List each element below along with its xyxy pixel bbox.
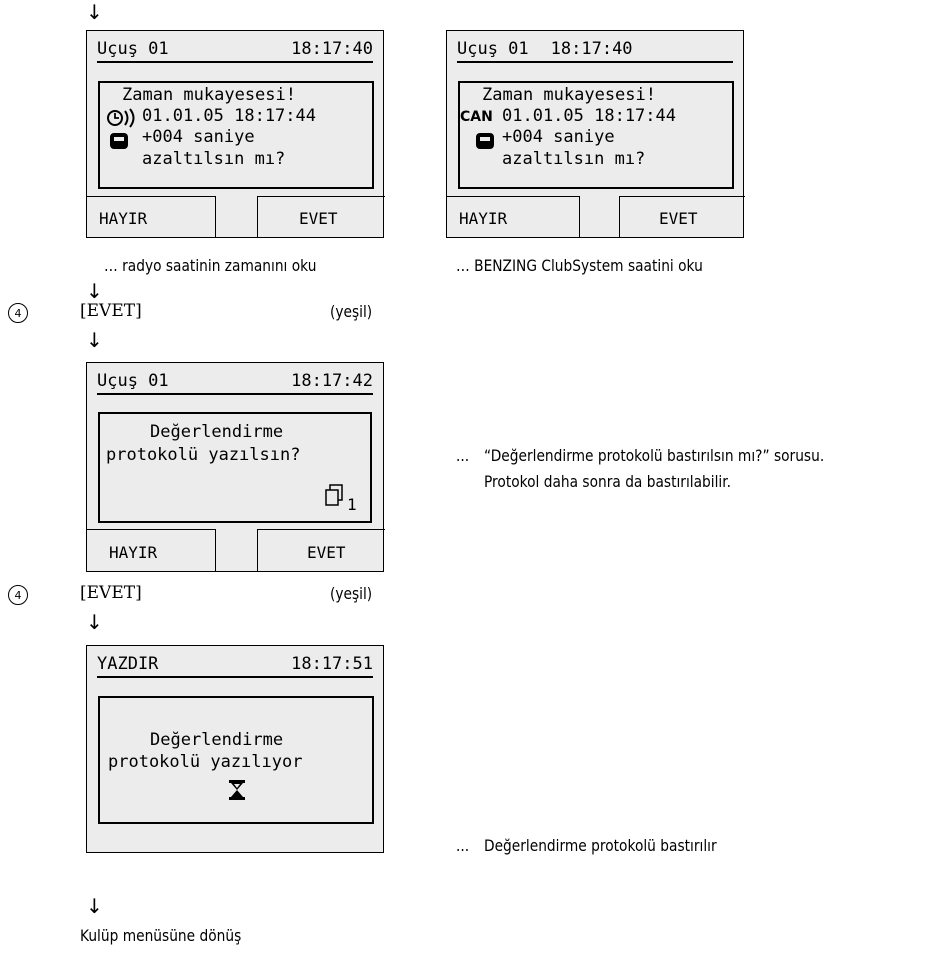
can-badge: CAN xyxy=(460,109,493,125)
message-line: azaltılsın mı? xyxy=(502,149,646,169)
caption-radio-clock: … radyo saatinin zamanını oku xyxy=(104,256,317,275)
screen-title: Uçuş 01 xyxy=(457,39,529,59)
note-dots: ... xyxy=(456,446,470,465)
step-number-badge: 4 xyxy=(8,303,28,323)
screen-title: YAZDIR xyxy=(97,654,159,674)
message-line: +004 saniye xyxy=(142,127,255,147)
message-line: Değerlendirme xyxy=(150,730,284,750)
message-line: +004 saniye xyxy=(502,127,615,147)
club-unit-icon xyxy=(109,132,129,156)
copies-count: 1 xyxy=(347,495,357,514)
softkey-divider xyxy=(215,196,216,238)
caption-club-system: … BENZING ClubSystem saatini oku xyxy=(456,256,703,275)
softkey-divider xyxy=(619,196,745,197)
message-box: Zaman mukayesesi! CAN 01.01.05 18:17:44 … xyxy=(458,81,734,189)
flow-arrow: ↓ xyxy=(86,610,103,634)
message-line: Zaman mukayesesi! xyxy=(122,85,296,105)
step-key-note: (yeşil) xyxy=(330,584,373,603)
softkey-no[interactable]: HAYIR xyxy=(99,209,148,228)
screen-time-compare-can: Uçuş 01 18:17:40 Zaman mukayesesi! CAN 0… xyxy=(446,30,745,238)
softkey-divider xyxy=(215,529,216,571)
screen-time: 18:17:51 xyxy=(291,654,373,674)
note-question-line1: “Değerlendirme protokolü bastırılsın mı?… xyxy=(484,446,825,465)
screen-time: 18:17:40 xyxy=(550,39,633,59)
flow-arrow: ↓ xyxy=(86,279,103,303)
softkey-divider xyxy=(257,529,385,530)
screen-header: Uçuş 01 18:17:40 xyxy=(97,37,373,63)
radio-clock-icon xyxy=(106,107,140,135)
message-box: Zaman mukayesesi! 01.01.05 18:17:44 +004… xyxy=(98,81,374,189)
note-printing-line1: Değerlendirme protokolü bastırılır xyxy=(484,836,717,855)
message-box: Değerlendirme protokolü yazılıyor xyxy=(98,696,374,824)
softkey-no[interactable]: HAYIR xyxy=(459,209,508,228)
note-question-line2: Protokol daha sonra da bastırılabilir. xyxy=(484,472,732,491)
screen-protocol-question: Uçuş 01 18:17:42 Değerlendirme protokolü… xyxy=(86,362,385,572)
step-key-code: [EVET] xyxy=(80,583,142,603)
softkey-divider xyxy=(257,196,258,238)
flow-arrow: ↓ xyxy=(86,894,103,918)
screen-title: Uçuş 01 xyxy=(97,371,169,391)
screen-header: YAZDIR 18:17:51 xyxy=(97,652,373,678)
hourglass-icon xyxy=(228,780,246,806)
step-number-badge: 4 xyxy=(8,585,28,605)
club-unit-icon xyxy=(475,132,495,156)
message-line: 01.01.05 18:17:44 xyxy=(502,106,676,126)
message-box: Değerlendirme protokolü yazılsın? 1 xyxy=(98,412,372,523)
flow-arrow: ↓ xyxy=(86,328,103,352)
softkey-divider xyxy=(257,529,258,571)
softkey-yes[interactable]: EVET xyxy=(659,209,698,228)
softkey-yes[interactable]: EVET xyxy=(307,543,346,562)
screen-time: 18:17:42 xyxy=(291,371,373,391)
message-line: azaltılsın mı? xyxy=(142,149,286,169)
screen-title: Uçuş 01 xyxy=(97,39,169,59)
screen-header: Uçuş 01 18:17:40 xyxy=(457,37,733,63)
softkey-divider xyxy=(87,196,215,197)
screen-printing: YAZDIR 18:17:51 Değerlendirme protokolü … xyxy=(86,645,384,853)
screen-header: Uçuş 01 18:17:42 xyxy=(97,369,373,395)
softkey-yes[interactable]: EVET xyxy=(299,209,338,228)
softkey-divider xyxy=(619,196,620,238)
note-dots: ... xyxy=(456,836,470,855)
screen-time-compare-radio: Uçuş 01 18:17:40 Zaman mukayesesi! 01.01… xyxy=(86,30,385,238)
footer-return-to-club-menu: Kulüp menüsüne dönüş xyxy=(80,926,242,945)
screen-time: 18:17:40 xyxy=(291,39,373,59)
copies-icon xyxy=(325,484,345,512)
flow-arrow: ↓ xyxy=(86,0,103,24)
step-key-code: [EVET] xyxy=(80,301,142,321)
message-line: Değerlendirme xyxy=(150,422,284,442)
step-key-note: (yeşil) xyxy=(330,302,373,321)
softkey-divider xyxy=(447,196,579,197)
message-line: Zaman mukayesesi! xyxy=(482,85,656,105)
message-line: protokolü yazılsın? xyxy=(106,445,301,465)
message-line: protokolü yazılıyor xyxy=(108,752,303,772)
softkey-no[interactable]: HAYIR xyxy=(109,543,158,562)
softkey-divider xyxy=(257,196,385,197)
softkey-divider xyxy=(87,529,215,530)
softkey-divider xyxy=(579,196,580,238)
message-line: 01.01.05 18:17:44 xyxy=(142,106,316,126)
